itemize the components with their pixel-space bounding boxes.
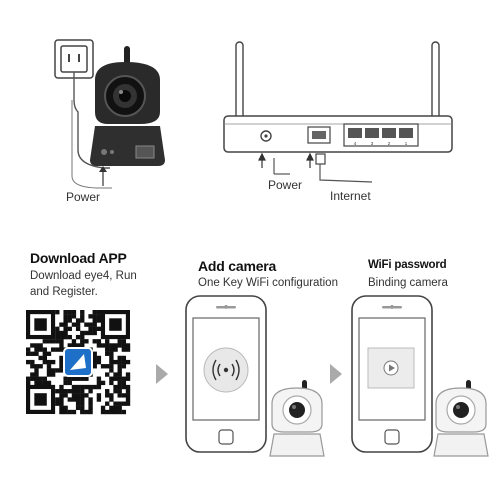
camera-power-label: Power bbox=[66, 190, 101, 204]
camera-power-cable bbox=[73, 72, 110, 169]
router-power-arrow bbox=[258, 152, 290, 175]
arrow-right-icon-2 bbox=[330, 364, 342, 384]
router-port-3: 3 bbox=[371, 141, 374, 146]
router-port-2: 2 bbox=[388, 141, 391, 146]
router-port-4: 4 bbox=[354, 141, 357, 146]
play-icon bbox=[383, 360, 399, 376]
step-download-subtitle-1: Download eye4, Run bbox=[30, 270, 137, 282]
router bbox=[223, 41, 453, 153]
router-port-1: 1 bbox=[405, 141, 408, 146]
qr-code bbox=[26, 310, 131, 415]
ip-camera-top bbox=[90, 46, 165, 166]
wifi-signal-icon bbox=[203, 347, 249, 393]
step-add-camera-title: Add camera bbox=[198, 258, 277, 274]
router-power-label: Power bbox=[268, 178, 303, 192]
step-download-subtitle-2: and Register. bbox=[30, 286, 98, 298]
step-download-title: Download APP bbox=[30, 250, 127, 266]
internet-label: Internet bbox=[330, 189, 371, 203]
ip-camera-small-1 bbox=[269, 380, 325, 457]
step-add-camera-subtitle: One Key WiFi configuration bbox=[198, 277, 338, 289]
ip-camera-small-2 bbox=[433, 380, 489, 457]
camera-power-cable-2 bbox=[71, 100, 112, 189]
arrow-right-icon bbox=[156, 364, 168, 384]
internet-cable bbox=[306, 152, 373, 183]
step-wifi-password-title: WiFi password bbox=[368, 259, 447, 271]
step-wifi-password-subtitle: Binding camera bbox=[368, 277, 448, 289]
